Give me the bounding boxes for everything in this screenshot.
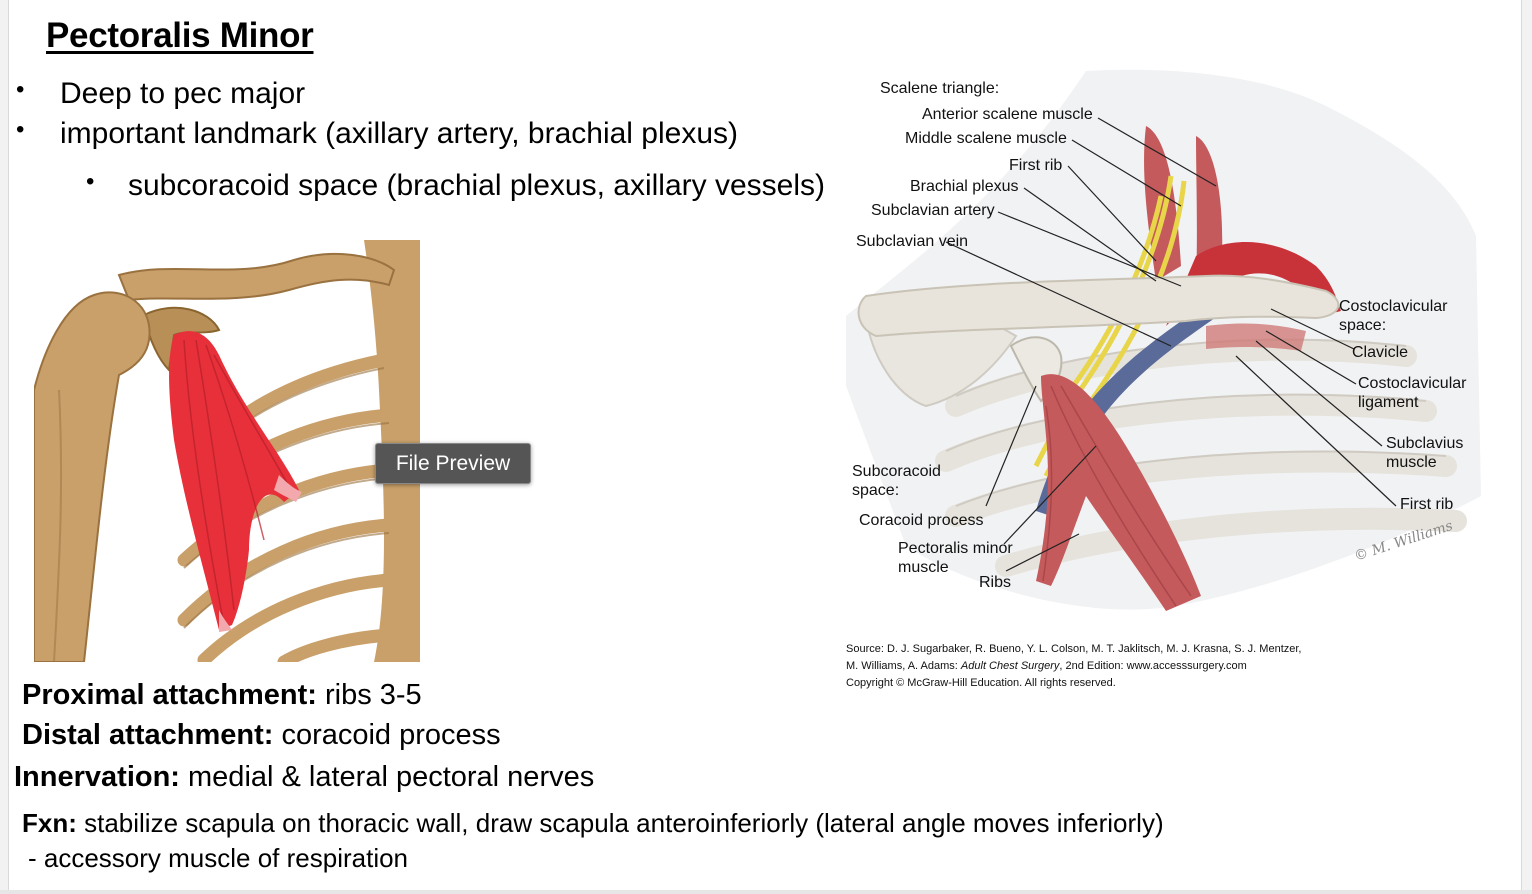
distal-attachment: Distal attachment: coracoid process xyxy=(22,719,501,752)
label-line: Pectoralis minor xyxy=(898,540,1013,557)
info-value: stabilize scapula on thoracic wall, draw… xyxy=(76,808,1164,838)
function: Fxn: stabilize scapula on thoracic wall,… xyxy=(22,808,1164,839)
figure-label-coracoid-process: Coracoid process xyxy=(859,512,984,529)
label-line: Costoclavicular xyxy=(1339,298,1448,315)
info-value: coracoid process xyxy=(273,719,501,751)
label-line: Subclavius xyxy=(1386,435,1464,452)
citation-text: , 2nd Edition: www.accesssurgery.com xyxy=(1059,660,1247,672)
page-title: Pectoralis Minor xyxy=(46,16,314,55)
label-line: space: xyxy=(852,482,900,499)
citation-book-title: Adult Chest Surgery xyxy=(960,660,1060,672)
bullet-item: • important landmark (axillary artery, b… xyxy=(16,116,739,151)
label-line: space: xyxy=(1339,317,1387,334)
bullet-icon: • xyxy=(86,168,95,195)
bullet-text: subcoracoid space (brachial plexus, axil… xyxy=(128,169,825,202)
figure-label-subclavian-artery: Subclavian artery xyxy=(871,202,995,219)
source-citation-line: Source: D. J. Sugarbaker, R. Bueno, Y. L… xyxy=(846,643,1302,655)
figure-label-pectoralis-minor: Pectoralis minor muscle xyxy=(898,539,1013,577)
figure-label-clavicle: Clavicle xyxy=(1352,344,1409,361)
label-line: Costoclavicular xyxy=(1358,375,1467,392)
citation-text: M. Williams, A. Adams: xyxy=(846,660,961,672)
bullet-text: Deep to pec major xyxy=(60,77,306,110)
label-line: muscle xyxy=(898,559,949,576)
source-citation-line: M. Williams, A. Adams: Adult Chest Surge… xyxy=(846,660,1247,672)
costoclavicular-anatomy-image[interactable]: © M. Williams xyxy=(846,66,1486,626)
copyright-line: Copyright © McGraw-Hill Education. All r… xyxy=(846,677,1116,689)
slide-bottom-border xyxy=(0,890,1532,894)
bullet-text: important landmark (axillary artery, bra… xyxy=(60,117,739,150)
file-preview-button[interactable]: File Preview xyxy=(375,443,531,484)
figure-label-middle-scalene: Middle scalene muscle xyxy=(905,130,1067,147)
figure-label-subclavius: Subclavius muscle xyxy=(1386,434,1463,472)
shoulder-skeleton-image[interactable] xyxy=(34,240,420,662)
info-value: ribs 3-5 xyxy=(316,679,422,711)
bullet-item: • Deep to pec major xyxy=(16,76,306,111)
figure-label-scalene-triangle: Scalene triangle: xyxy=(880,80,1000,97)
label-line: ligament xyxy=(1358,394,1419,411)
sub-bullet-item: • subcoracoid space (brachial plexus, ax… xyxy=(86,168,825,203)
figure-label-brachial-plexus: Brachial plexus xyxy=(910,178,1019,195)
figure-label-first-rib-right: First rib xyxy=(1400,496,1454,513)
bullet-icon: • xyxy=(16,116,25,143)
figure-label-subcoracoid-space: Subcoracoid space: xyxy=(852,462,941,500)
info-label: Distal attachment: xyxy=(22,719,274,751)
figure-label-anterior-scalene: Anterior scalene muscle xyxy=(922,106,1093,123)
bullet-icon: • xyxy=(16,76,25,103)
info-label: Proximal attachment: xyxy=(22,679,317,711)
slide-left-border xyxy=(0,0,9,894)
info-label: Fxn: xyxy=(22,808,77,838)
label-line: Subcoracoid xyxy=(852,463,941,480)
proximal-attachment: Proximal attachment: ribs 3-5 xyxy=(22,679,422,712)
figure-label-subclavian-vein: Subclavian vein xyxy=(856,233,969,250)
figure-label-first-rib-top: First rib xyxy=(1009,157,1063,174)
info-label: Innervation: xyxy=(14,761,180,793)
info-value: medial & lateral pectoral nerves xyxy=(179,761,595,793)
figure-label-costoclavicular-ligament: Costoclavicular ligament xyxy=(1358,374,1466,412)
accessory-note: - accessory muscle of respiration xyxy=(28,843,409,873)
figure-label-costoclavicular-space: Costoclavicular space: xyxy=(1339,297,1447,335)
label-line: muscle xyxy=(1386,454,1437,471)
innervation: Innervation: medial & lateral pectoral n… xyxy=(14,761,594,794)
figure-label-ribs: Ribs xyxy=(979,574,1012,591)
slide-right-border xyxy=(1521,0,1532,894)
